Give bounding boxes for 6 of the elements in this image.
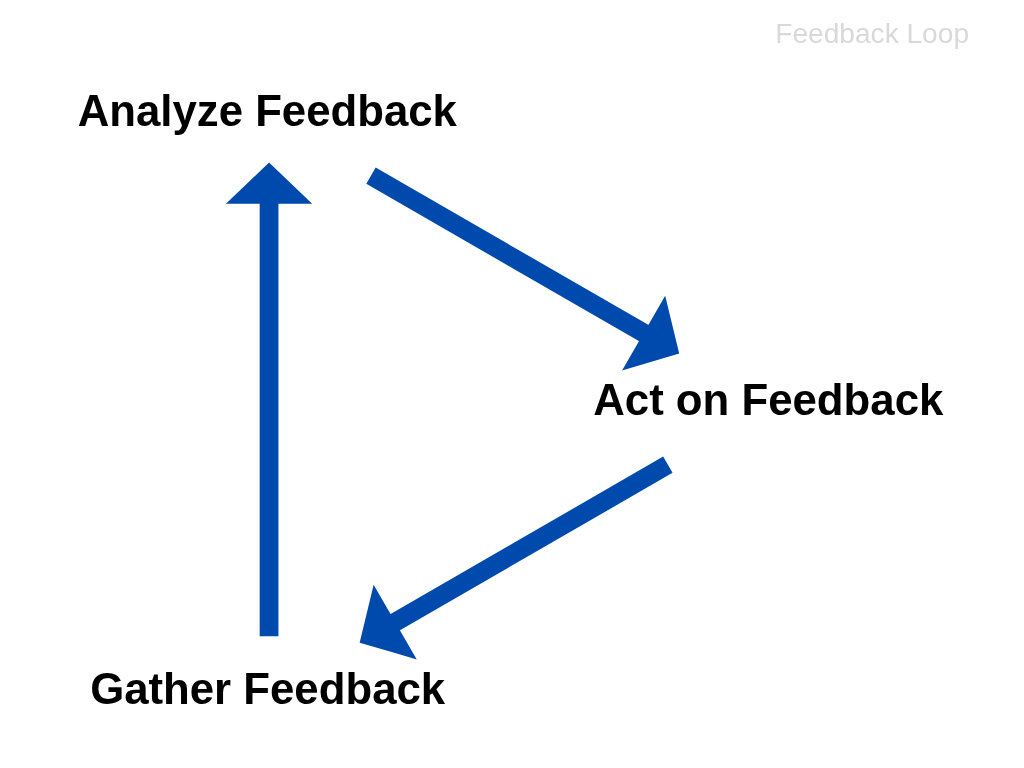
node-text: Analyze Feedback [77, 86, 457, 135]
node-text: Act on Feedback [593, 375, 944, 425]
arrow [359, 456, 673, 660]
arrow [366, 167, 680, 371]
arrow [225, 162, 313, 637]
node-text: Gather Feedback [90, 664, 446, 714]
